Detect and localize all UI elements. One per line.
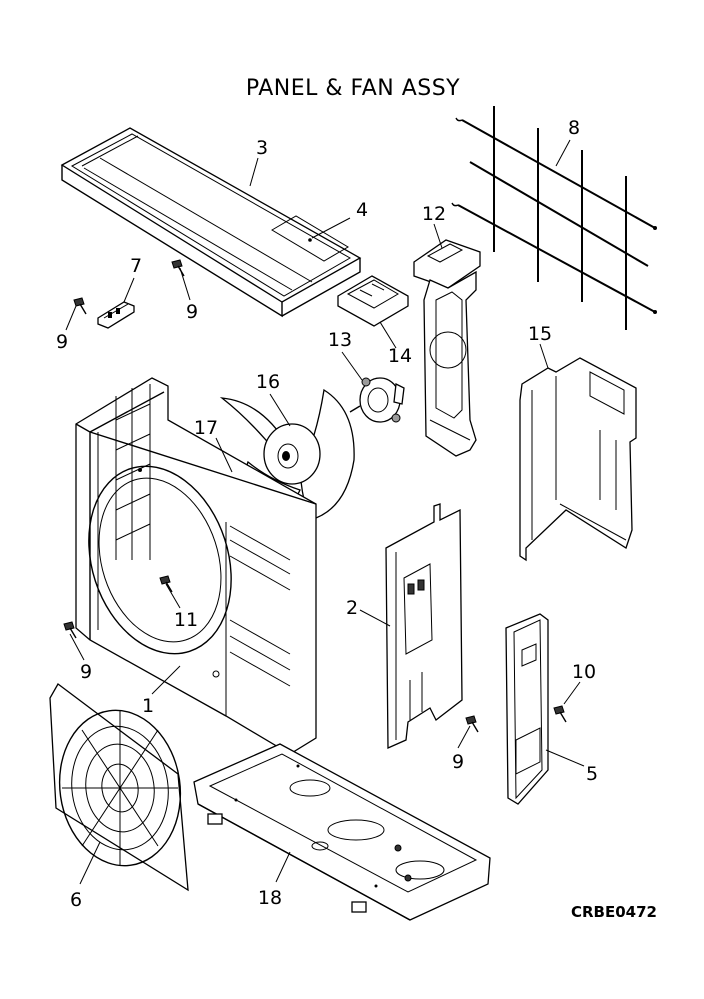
part-13-fan-motor — [349, 377, 405, 423]
callout-10: 10 — [572, 661, 596, 683]
part-2-electrical-panel — [385, 503, 463, 749]
part-14-bracket — [337, 275, 409, 327]
callout-18: 18 — [258, 887, 282, 909]
screw-icon — [159, 575, 173, 593]
callout-4: 4 — [356, 199, 368, 221]
part-15-partition-plate — [519, 357, 637, 562]
part-1-cabinet — [75, 377, 317, 755]
screw-icon — [553, 705, 567, 723]
diagram-title: PANEL & FAN ASSY — [246, 76, 460, 101]
part-5-side-cover — [505, 613, 549, 805]
callout-7: 7 — [130, 255, 142, 277]
callout-6: 6 — [70, 889, 82, 911]
part-6-fan-grille — [49, 683, 189, 892]
callout-3: 3 — [256, 137, 268, 159]
callout-5: 5 — [586, 763, 598, 785]
part-7-terminal-clip — [97, 301, 135, 329]
callout-15: 15 — [528, 323, 552, 345]
callout-1: 1 — [142, 695, 154, 717]
part-3-top-panel — [60, 127, 362, 318]
leader-lines — [65, 139, 585, 885]
callout-2: 2 — [346, 597, 358, 619]
callout-9: 9 — [186, 301, 198, 323]
callout-9: 9 — [452, 751, 464, 773]
callout-9: 9 — [80, 661, 92, 683]
part-12-motor-support — [413, 239, 481, 457]
screw-icon — [465, 715, 479, 733]
part-8-wire-guard — [451, 106, 657, 330]
part-18-base-pan — [193, 743, 491, 921]
callout-8: 8 — [568, 117, 580, 139]
screw-icon — [63, 621, 77, 639]
callout-9: 9 — [56, 331, 68, 353]
screw-icon — [73, 297, 87, 315]
callout-17: 17 — [194, 417, 218, 439]
callout-12: 12 — [422, 203, 446, 225]
callout-14: 14 — [388, 345, 412, 367]
callout-11: 11 — [174, 609, 198, 631]
callout-16: 16 — [256, 371, 280, 393]
callout-13: 13 — [328, 329, 352, 351]
drawing-code: CRBE0472 — [571, 903, 657, 921]
callouts: 3 4 8 12 7 9 9 13 14 15 16 17 11 2 9 10 … — [56, 117, 598, 911]
